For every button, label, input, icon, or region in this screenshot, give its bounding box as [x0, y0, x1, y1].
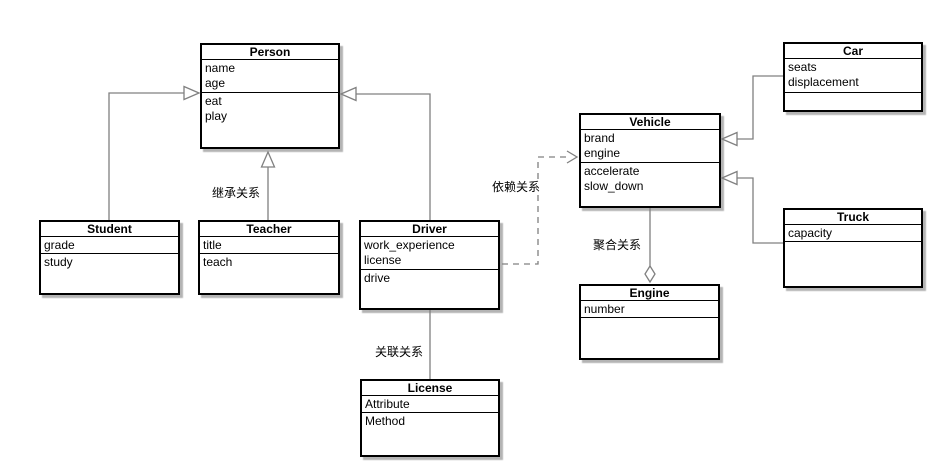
edge-label-inheritance: 继承关系	[211, 186, 262, 200]
class-title: Driver	[412, 222, 447, 236]
attribute: name	[205, 61, 236, 75]
inheritance-arrowhead-icon	[260, 150, 276, 168]
methods-section: teach	[200, 253, 338, 293]
class-truck[interactable]: Truck capacity	[783, 208, 923, 288]
class-teacher[interactable]: Teacher title teach	[198, 220, 340, 295]
method: drive	[364, 271, 391, 285]
attribute: capacity	[788, 226, 833, 240]
attributes-section: Attribute	[362, 395, 498, 412]
methods-section: eat play	[202, 92, 338, 147]
class-driver[interactable]: Driver work_experience license drive	[359, 220, 500, 310]
class-title: Engine	[629, 286, 670, 300]
class-car[interactable]: Car seats displacement	[783, 42, 923, 112]
edge-label-association: 关联关系	[374, 345, 425, 359]
edge-label-dependency: 依赖关系	[491, 180, 542, 194]
edge-car-vehicle	[737, 75, 783, 140]
method: teach	[203, 255, 233, 269]
inheritance-arrowhead-icon	[339, 86, 357, 102]
edge-driver-person	[356, 93, 431, 220]
class-license[interactable]: License Attribute Method	[360, 379, 500, 457]
attribute: brand	[584, 131, 615, 145]
attribute: number	[584, 302, 625, 316]
methods-section: accelerate slow_down	[581, 162, 719, 206]
attribute: license	[364, 253, 402, 267]
class-student[interactable]: Student grade study	[39, 220, 180, 295]
edge-label-aggregation: 聚合关系	[592, 238, 643, 252]
inheritance-arrowhead-icon	[720, 170, 738, 186]
attributes-section: grade	[41, 236, 178, 253]
methods-section	[581, 317, 718, 358]
class-title: License	[407, 381, 453, 395]
method: study	[44, 255, 73, 269]
attributes-section: title	[200, 236, 338, 253]
methods-section	[785, 241, 921, 286]
method: accelerate	[584, 164, 640, 178]
attribute: grade	[44, 238, 75, 252]
class-title: Teacher	[246, 222, 292, 236]
class-title: Truck	[836, 210, 869, 224]
method: slow_down	[584, 179, 644, 193]
attribute: Attribute	[365, 397, 410, 411]
attributes-section: brand engine	[581, 129, 719, 162]
class-title: Student	[87, 222, 132, 236]
inheritance-arrowhead-icon	[720, 131, 738, 147]
attributes-section: seats displacement	[785, 58, 921, 92]
attributes-section: capacity	[785, 224, 921, 241]
methods-section: study	[41, 253, 178, 293]
class-person[interactable]: Person name age eat play	[200, 43, 340, 149]
class-title: Vehicle	[629, 115, 671, 129]
inheritance-arrowhead-icon	[183, 85, 201, 101]
method: Method	[365, 414, 406, 428]
attribute: work_experience	[364, 238, 455, 252]
method: eat	[205, 94, 222, 108]
attribute: engine	[584, 146, 621, 160]
aggregation-diamond-icon	[644, 264, 656, 284]
class-vehicle[interactable]: Vehicle brand engine accelerate slow_dow…	[579, 113, 721, 208]
edge-student-person	[108, 92, 184, 220]
methods-section: drive	[361, 269, 498, 308]
attributes-section: name age	[202, 59, 338, 92]
attribute: age	[205, 76, 226, 90]
edge-truck-vehicle	[737, 177, 783, 244]
attributes-section: work_experience license	[361, 236, 498, 269]
methods-section: Method	[362, 412, 498, 455]
method: play	[205, 109, 228, 123]
class-title: Person	[249, 45, 291, 59]
attribute: displacement	[788, 75, 859, 89]
class-engine[interactable]: Engine number	[579, 284, 720, 360]
attribute: title	[203, 238, 222, 252]
attribute: seats	[788, 60, 817, 74]
open-arrowhead-icon	[566, 150, 579, 164]
attributes-section: number	[581, 300, 718, 317]
class-title: Car	[842, 44, 863, 58]
edge-driver-vehicle-dependency	[502, 156, 570, 265]
methods-section	[785, 92, 921, 110]
